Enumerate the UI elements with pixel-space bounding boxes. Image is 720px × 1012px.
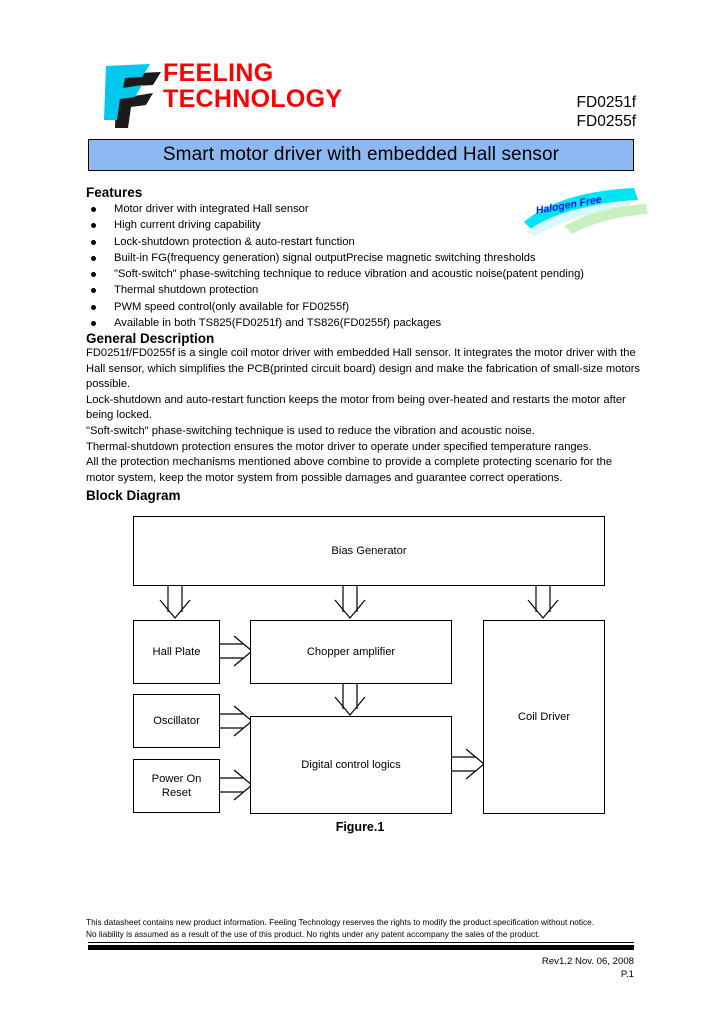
list-item: PWM speed control(only available for FD0…	[86, 299, 646, 315]
brand-line-2: TECHNOLOGY	[163, 85, 343, 113]
list-item: High current driving capability	[86, 217, 646, 233]
features-list: Motor driver with integrated Hall sensor…	[86, 201, 646, 331]
list-item: Available in both TS825(FD0251f) and TS8…	[86, 315, 646, 331]
feature-text: "Soft-switch" phase-switching technique …	[114, 268, 585, 281]
part-number-1: FD0251f	[576, 94, 636, 111]
general-description-body: FD0251f/FD0255f is a single coil motor d…	[86, 346, 640, 486]
diagram-block-chopper-amplifier: Chopper amplifier	[250, 620, 452, 684]
page-header: FEELING TECHNOLOGY FD0251f FD0255f	[88, 52, 636, 136]
footer-rule-thin	[88, 942, 634, 943]
part-number-list: FD0251f FD0255f	[577, 94, 636, 132]
general-description-heading: General Description	[86, 331, 215, 346]
block-label-line1: Power On	[151, 773, 202, 785]
feature-text: Built-in FG(frequency generation) signal…	[114, 251, 536, 264]
list-item: Thermal shutdown protection	[86, 282, 646, 298]
diagram-block-oscillator: Oscillator	[133, 694, 220, 748]
diagram-block-hall-plate: Hall Plate	[133, 620, 220, 684]
feature-text: PWM speed control(only available for FD0…	[114, 300, 350, 313]
bullet-icon	[91, 223, 96, 229]
feature-text: Lock-shutdown protection & auto-restart …	[114, 235, 355, 248]
block-label: Hall Plate	[152, 646, 201, 658]
footer-disclaimer: This datasheet contains new product info…	[86, 916, 638, 940]
brand-line-1: FEELING	[163, 59, 274, 87]
features-heading: Features	[86, 185, 143, 200]
diagram-block-coil-driver: Coil Driver	[483, 620, 605, 814]
halogen-swoosh-icon	[524, 188, 648, 236]
bullet-icon	[91, 207, 96, 212]
block-label: Chopper amplifier	[306, 646, 396, 658]
bullet-icon	[91, 255, 96, 261]
disclaimer-line-2: No liability is assumed as a result of t…	[86, 929, 540, 940]
diagram-block-digital-control-logics: Digital control logics	[250, 716, 452, 814]
revision-text: Rev1.2 Nov. 06, 2008	[541, 956, 634, 967]
bullet-icon	[91, 272, 96, 278]
page-number: P.1	[620, 969, 634, 980]
block-label: Power On Reset	[152, 772, 202, 800]
diagram-block-bias-generator: Bias Generator	[133, 516, 605, 586]
description-paragraph: FD0251f/FD0255f is a single coil motor d…	[86, 347, 641, 391]
figure-caption: Figure.1	[335, 820, 385, 834]
bullet-icon	[91, 288, 96, 294]
description-paragraph: Thermal-shutdown protection ensures the …	[86, 440, 592, 453]
description-paragraph: All the protection mechanisms mentioned …	[86, 456, 613, 484]
page-title: Smart motor driver with embedded Hall se…	[162, 144, 560, 165]
block-label: Bias Generator	[331, 545, 407, 557]
brand-name: FEELING TECHNOLOGY	[163, 60, 342, 112]
list-item: "Soft-switch" phase-switching technique …	[86, 266, 646, 282]
list-item: Motor driver with integrated Hall sensor	[86, 201, 646, 217]
bullet-icon	[91, 304, 96, 310]
list-item: Built-in FG(frequency generation) signal…	[86, 250, 646, 266]
list-item: Lock-shutdown protection & auto-restart …	[86, 234, 646, 250]
diagram-block-power-on-reset: Power On Reset	[133, 759, 220, 813]
footer-revision-info: Rev1.2 Nov. 06, 2008 P.1	[542, 955, 634, 981]
disclaimer-line-1: This datasheet contains new product info…	[86, 917, 595, 927]
block-label-line2: Reset	[161, 787, 192, 799]
feature-text: Thermal shutdown protection	[114, 284, 259, 297]
block-label: Oscillator	[153, 715, 200, 727]
block-label: Coil Driver	[517, 711, 571, 723]
product-title-bar: Smart motor driver with embedded Hall se…	[88, 139, 634, 171]
bullet-icon	[91, 239, 96, 245]
feature-text: Motor driver with integrated Hall sensor	[114, 203, 309, 215]
part-number-2: FD0255f	[576, 112, 636, 130]
block-diagram-heading: Block Diagram	[86, 488, 181, 503]
feature-text: Available in both TS825(FD0251f) and TS8…	[114, 317, 442, 330]
feature-text: High current driving capability	[114, 219, 261, 232]
bullet-icon	[91, 321, 96, 327]
description-paragraph: Lock-shutdown and auto-restart function …	[86, 393, 626, 422]
halogen-free-badge: Halogen Free	[520, 186, 648, 238]
footer-rule-thick	[88, 945, 634, 950]
description-paragraph: "Soft-switch" phase-switching technique …	[86, 424, 535, 437]
block-label: Digital control logics	[301, 759, 401, 771]
feeling-f-logo-icon	[96, 58, 166, 128]
